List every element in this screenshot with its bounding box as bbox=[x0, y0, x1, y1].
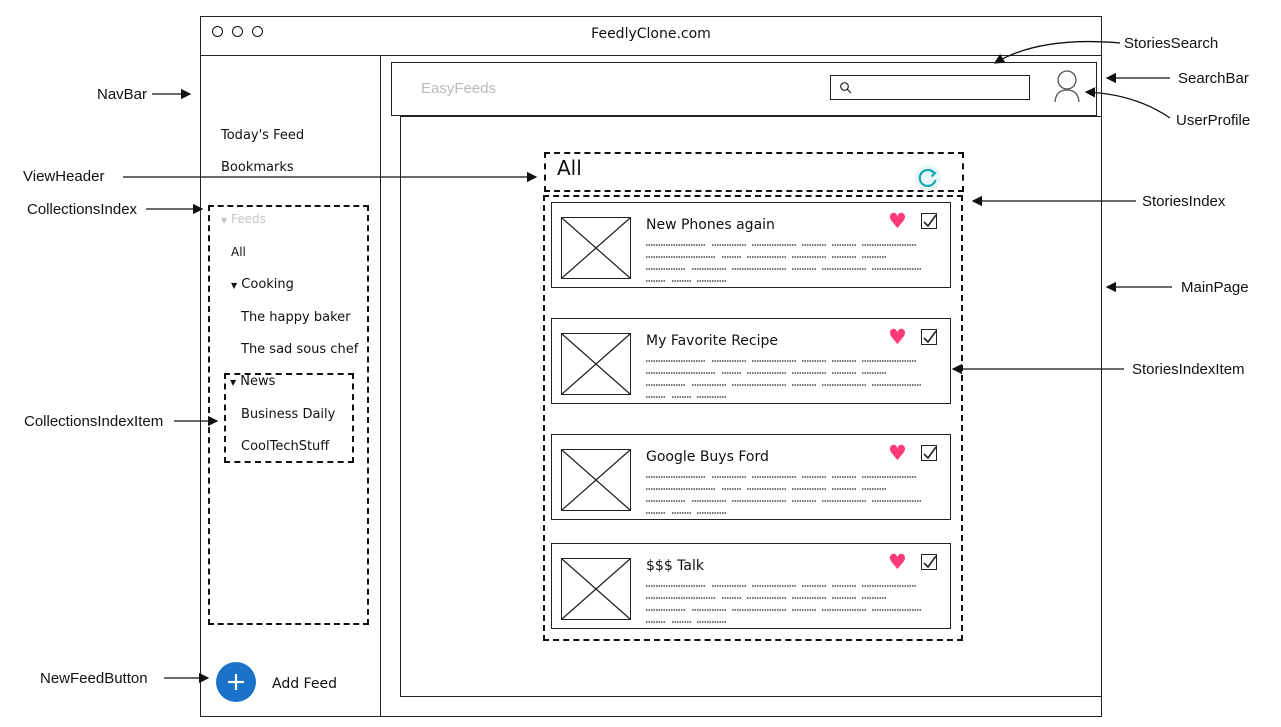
user-profile-icon[interactable] bbox=[1052, 68, 1082, 104]
annotation-new-feed-button: NewFeedButton bbox=[40, 670, 148, 687]
annotation-search-bar: SearchBar bbox=[1178, 70, 1249, 87]
story-thumbnail bbox=[561, 333, 631, 395]
add-feed-label[interactable]: Add Feed bbox=[272, 676, 337, 692]
window-title: FeedlyClone.com bbox=[591, 26, 711, 42]
annotation-user-profile: UserProfile bbox=[1176, 112, 1251, 129]
heart-icon[interactable]: ♥ bbox=[888, 209, 907, 233]
story-item[interactable]: My Favorite Recipe ♥ bbox=[551, 318, 951, 404]
window-close-icon[interactable] bbox=[212, 26, 223, 37]
feeds-label: Feeds bbox=[230, 212, 266, 226]
feeds-header[interactable]: ▼ Feeds bbox=[221, 212, 266, 226]
collection-news[interactable]: ▼ News bbox=[230, 374, 275, 389]
brand-logo: EasyFeeds bbox=[421, 80, 497, 97]
story-item[interactable]: Google Buys Ford ♥ bbox=[551, 434, 951, 520]
stories-index bbox=[543, 195, 963, 641]
story-title[interactable]: Google Buys Ford bbox=[646, 449, 769, 465]
triangle-down-icon: ▼ bbox=[221, 216, 228, 225]
feed-item-sad-sous-chef[interactable]: The sad sous chef bbox=[241, 342, 359, 357]
title-bar-divider bbox=[200, 55, 1102, 56]
window-minimize-icon[interactable] bbox=[232, 26, 243, 37]
story-title[interactable]: My Favorite Recipe bbox=[646, 333, 779, 349]
story-thumbnail bbox=[561, 558, 631, 620]
feed-item-business-daily[interactable]: Business Daily bbox=[241, 407, 336, 422]
story-thumbnail bbox=[561, 217, 631, 279]
checkbox-icon[interactable] bbox=[921, 445, 937, 461]
collections-index bbox=[208, 205, 369, 625]
story-item[interactable]: New Phones again ♥ bbox=[551, 202, 951, 288]
triangle-down-icon: ▼ bbox=[230, 378, 237, 387]
annotation-view-header: ViewHeader bbox=[23, 168, 105, 185]
story-summary-scribble bbox=[646, 476, 921, 514]
checkbox-icon[interactable] bbox=[921, 329, 937, 345]
heart-icon[interactable]: ♥ bbox=[888, 441, 907, 465]
nav-link-todays-feed[interactable]: Today's Feed bbox=[221, 128, 305, 143]
window-maximize-icon[interactable] bbox=[252, 26, 263, 37]
navbar bbox=[200, 55, 381, 717]
story-title[interactable]: New Phones again bbox=[646, 217, 775, 233]
checkbox-icon[interactable] bbox=[921, 554, 937, 570]
search-input[interactable] bbox=[830, 75, 1030, 100]
annotation-stories-index: StoriesIndex bbox=[1142, 193, 1226, 210]
collection-cooking[interactable]: ▼ Cooking bbox=[231, 277, 294, 292]
story-thumbnail bbox=[561, 449, 631, 511]
plus-icon bbox=[228, 674, 244, 690]
annotation-stories-search: StoriesSearch bbox=[1124, 35, 1219, 52]
annotation-navbar: NavBar bbox=[97, 86, 148, 103]
view-header bbox=[544, 152, 964, 192]
nav-link-bookmarks[interactable]: Bookmarks bbox=[221, 160, 294, 175]
arrow-stories-search bbox=[993, 40, 1121, 64]
collection-news-label: News bbox=[240, 374, 276, 389]
annotation-stories-index-item: StoriesIndexItem bbox=[1132, 361, 1245, 378]
story-item[interactable]: $$$ Talk ♥ bbox=[551, 543, 951, 629]
story-summary-scribble bbox=[646, 360, 921, 398]
view-title: All bbox=[557, 156, 582, 180]
header-bar bbox=[391, 62, 1097, 116]
collection-all[interactable]: All bbox=[231, 245, 246, 259]
story-summary-scribble bbox=[646, 244, 921, 282]
annotation-collections-index: CollectionsIndex bbox=[27, 201, 138, 218]
annotation-collections-index-item: CollectionsIndexItem bbox=[24, 413, 164, 430]
collection-cooking-label: Cooking bbox=[241, 277, 294, 292]
triangle-down-icon: ▼ bbox=[231, 281, 238, 290]
feed-item-cooltechstuff[interactable]: CoolTechStuff bbox=[241, 439, 330, 454]
heart-icon[interactable]: ♥ bbox=[888, 550, 907, 574]
search-icon bbox=[840, 82, 852, 94]
heart-icon[interactable]: ♥ bbox=[888, 325, 907, 349]
collections-index-item bbox=[224, 373, 354, 463]
story-title[interactable]: $$$ Talk bbox=[646, 558, 704, 574]
refresh-icon[interactable] bbox=[914, 164, 942, 192]
add-feed-button[interactable] bbox=[216, 662, 256, 702]
annotation-main-page: MainPage bbox=[1181, 279, 1249, 296]
checkbox-icon[interactable] bbox=[921, 213, 937, 229]
main-page bbox=[400, 116, 1102, 697]
story-summary-scribble bbox=[646, 585, 921, 623]
feed-item-happy-baker[interactable]: The happy baker bbox=[241, 310, 351, 325]
arrow-user-profile bbox=[1084, 87, 1171, 119]
